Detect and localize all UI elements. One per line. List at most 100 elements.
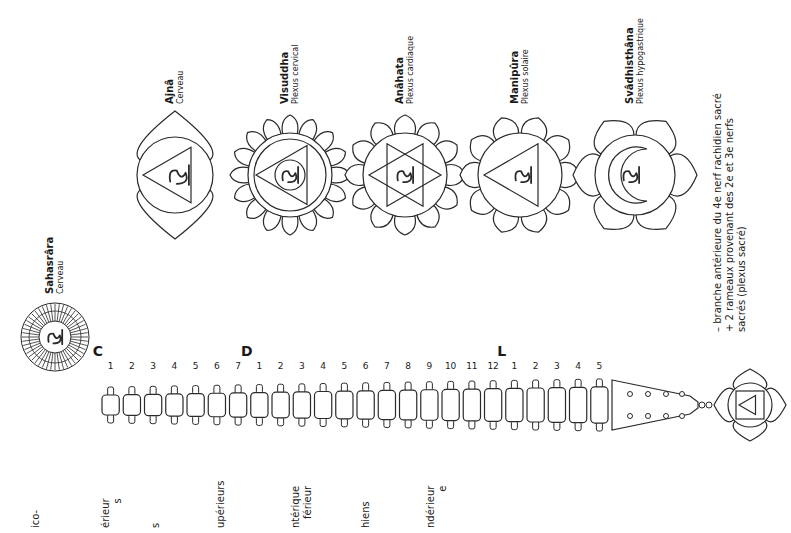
chakra-name: Sahasrâra	[44, 237, 56, 294]
lotus-petal	[23, 341, 39, 345]
plexus-name: Plexus hypogastrique	[636, 18, 646, 104]
lotus-petal	[59, 305, 63, 321]
region-letter: C	[93, 344, 103, 358]
lotus-petal	[42, 307, 49, 323]
vertebra-number: 2	[278, 362, 284, 371]
lotus-crescent	[609, 147, 647, 203]
vertebra-number: 4	[575, 362, 581, 371]
chakra-name: Ajnâ	[164, 71, 176, 104]
sacral-foramen	[646, 414, 651, 419]
plexus-name: Plexus cardiaque	[406, 36, 416, 104]
plexus-name: Cerveau	[56, 237, 66, 294]
lotus-petal	[51, 353, 53, 370]
chakra-label: SahasrâraCerveau	[44, 237, 66, 294]
lotus-petal	[71, 337, 88, 338]
bija-symbol	[397, 167, 413, 183]
cut-label-wrap: érieur s	[100, 498, 124, 528]
vertebra-number: 6	[363, 362, 369, 371]
chakra-label: SvâdhisthânaPlexus hypogastrique	[624, 18, 646, 104]
chakra-name: Manipûra	[509, 49, 521, 104]
region-letter: L	[497, 344, 506, 358]
cut-label: hiens	[360, 501, 372, 528]
lotus-circle	[254, 139, 326, 211]
bija-symbol	[515, 167, 531, 183]
vertebra	[230, 393, 247, 417]
lotus-petal	[70, 343, 86, 350]
vertebra	[272, 392, 289, 418]
vertebra	[463, 389, 480, 421]
sacral-foramen	[664, 392, 669, 397]
lotus-outline	[110, 110, 240, 240]
chakra-lotus: VisuddhaPlexus cervical	[225, 110, 355, 240]
chakra-label: VisuddhaPlexus cervical	[279, 45, 301, 104]
lotus-circle	[595, 135, 675, 215]
lotus-petal	[395, 216, 416, 235]
lotus-petal	[57, 304, 59, 321]
vertebra	[591, 387, 608, 423]
vertebra	[166, 394, 183, 416]
lotus-petal	[23, 328, 39, 332]
vertebra	[527, 388, 544, 422]
vertebra	[570, 387, 587, 422]
vertebra-number: 3	[299, 362, 305, 371]
chakra-name: Svâdhisthâna	[624, 18, 636, 104]
lotus-petal	[25, 343, 41, 350]
lotus-petal	[22, 333, 39, 335]
vertebra-number: 11	[466, 362, 477, 371]
plexus-name: Plexus solaire	[521, 49, 531, 104]
vertebra-number: 5	[193, 362, 199, 371]
cut-label: ntérique férieur	[290, 486, 314, 528]
vertebra	[187, 394, 204, 417]
cut-label: ndérieur e	[425, 486, 449, 528]
bija-symbol	[623, 167, 639, 183]
bija-symbol	[48, 330, 62, 344]
vertebra	[123, 395, 140, 416]
vertebra-number: 4	[172, 362, 178, 371]
lotus-petal	[70, 341, 86, 345]
lotus-triangle	[256, 146, 307, 205]
vertebra-number: 12	[487, 362, 498, 371]
vertebra	[400, 390, 417, 420]
plexus-name: Plexus cervical	[291, 45, 301, 104]
vertebra	[145, 394, 162, 415]
lotus-petal	[282, 216, 298, 235]
cut-label-wrap: ntérique férieur	[290, 486, 314, 528]
note-wrap: – branche antérieure du 4e nerf rachidie…	[712, 87, 748, 332]
chakra-name: Visuddha	[279, 45, 291, 104]
lotus-petal	[55, 304, 56, 321]
cut-label: érieur s	[100, 498, 124, 528]
cut-label-wrap: ndérieur e	[425, 486, 449, 528]
chakra-lotus: ManipûraPlexus solaire	[455, 110, 585, 240]
vertebra-number: 1	[257, 362, 263, 371]
vertebra-number: 7	[235, 362, 241, 371]
cut-label-wrap: s	[150, 523, 162, 528]
chakra-label: AjnâCerveau	[164, 71, 186, 104]
vertebra-number: 3	[150, 362, 156, 371]
lotus-petal	[51, 304, 53, 321]
vertebra	[421, 390, 438, 421]
vertebra	[336, 391, 353, 419]
lotus-triangle	[387, 144, 441, 206]
vertebra	[251, 393, 268, 418]
lotus-triangle	[369, 144, 423, 206]
lotus-petal	[22, 339, 39, 341]
cut-label: upérieurs	[215, 480, 227, 528]
lotus-outline	[340, 110, 470, 240]
lotus-outline	[225, 110, 355, 240]
vertebra-number: 9	[427, 362, 433, 371]
cut-label-wrap: upérieurs	[215, 480, 227, 528]
vertebra	[357, 391, 374, 419]
lotus-triangle	[739, 395, 756, 414]
lotus-petal	[61, 352, 68, 368]
vertebra	[506, 388, 523, 421]
vertebra-number: 7	[384, 362, 390, 371]
chakra-lotus: AjnâCerveau	[110, 110, 240, 240]
region-letter: D	[241, 344, 253, 358]
lotus-petal	[71, 339, 88, 341]
sacral-foramen	[664, 414, 669, 419]
plexus-name: Cerveau	[176, 71, 186, 104]
vertebra-number: 8	[405, 362, 411, 371]
sacral-foramen	[680, 414, 685, 419]
chakra-lotus: SvâdhisthânaPlexus hypogastrique	[570, 110, 700, 240]
